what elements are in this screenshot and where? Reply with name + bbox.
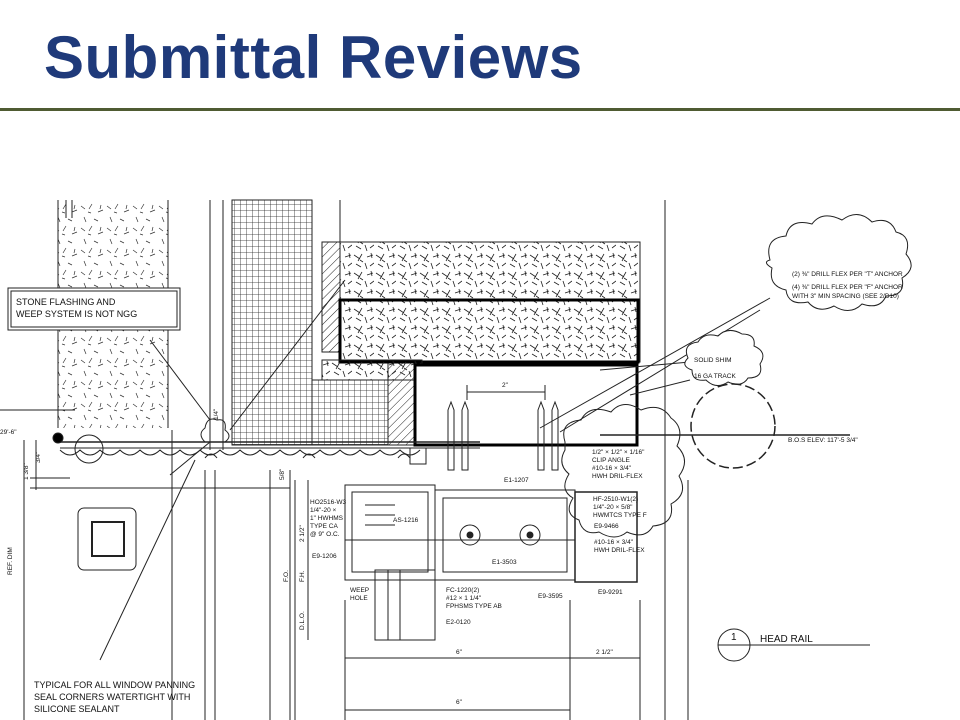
steel-track: 2": [413, 363, 639, 471]
brick-grid: [231, 199, 313, 446]
svg-text:HWH DRIL-FLEX: HWH DRIL-FLEX: [594, 547, 645, 554]
brick-grid-lower: [311, 379, 389, 446]
svg-text:6": 6": [456, 649, 463, 656]
detail-circle: [690, 383, 776, 469]
svg-text:D.L.O.: D.L.O.: [299, 611, 306, 630]
detail-title: HEAD RAIL: [760, 634, 813, 645]
left-dimensions: 29'-6" 1 3/8" 3/4" REF. DIM 1/4" 5/8": [0, 408, 286, 720]
svg-text:HF-2510-W1(2): HF-2510-W1(2): [593, 496, 638, 503]
detail-number: 1: [731, 632, 737, 643]
svg-text:HWMTCS TYPE F: HWMTCS TYPE F: [593, 512, 647, 519]
svg-text:2 1/2": 2 1/2": [299, 525, 306, 542]
svg-text:AS-1216: AS-1216: [393, 517, 419, 524]
revision-cloud-anchors: (2) ⅜" DRILL FLEX PER "T" ANCHOR (4) ⅜" …: [766, 214, 912, 311]
svg-text:2 1/2": 2 1/2": [596, 649, 613, 656]
vertical-dimensions: 2 1/2" F.O. F.H. D.L.O.: [283, 480, 309, 720]
svg-text:E9-3595: E9-3595: [538, 593, 563, 600]
svg-text:FPHSMS TYPE AB: FPHSMS TYPE AB: [446, 603, 502, 610]
head-rail-detail-drawing: 2" STONE FLASHING AND WEEP SYSTEM IS NOT…: [0, 199, 912, 720]
svg-text:5/8": 5/8": [279, 468, 286, 480]
svg-text:F.H.: F.H.: [299, 570, 306, 582]
svg-text:16 GA TRACK: 16 GA TRACK: [694, 373, 736, 380]
svg-text:REF. DIM: REF. DIM: [7, 547, 14, 575]
svg-text:#12 × 1 1/4": #12 × 1 1/4": [446, 595, 482, 602]
svg-text:SEAL CORNERS WATERTIGHT WITH: SEAL CORNERS WATERTIGHT WITH: [34, 692, 190, 702]
svg-text:3/4": 3/4": [35, 451, 42, 463]
svg-text:(2) ⅜" DRILL FLEX PER "T" ANCH: (2) ⅜" DRILL FLEX PER "T" ANCHOR: [792, 271, 903, 278]
svg-text:FC-1220(2): FC-1220(2): [446, 587, 479, 594]
svg-text:#10-16 × 3/4": #10-16 × 3/4": [594, 539, 634, 546]
svg-text:1/4"-20 × 5/8": 1/4"-20 × 5/8": [593, 504, 633, 511]
svg-text:WITH 3" MIN SPACING (SEE 2/D10: WITH 3" MIN SPACING (SEE 2/D10): [792, 293, 899, 300]
svg-text:E9-9291: E9-9291: [598, 589, 623, 596]
hatched-blocking: [321, 241, 341, 353]
window-panning: [77, 507, 137, 571]
svg-text:@ 9" O.C.: @ 9" O.C.: [310, 531, 340, 538]
svg-text:1 3/8": 1 3/8": [23, 463, 30, 480]
horizontal-dimensions: 6" 2 1/2" 6": [345, 649, 640, 711]
note-typical: TYPICAL FOR ALL WINDOW PANNING SEAL CORN…: [34, 680, 195, 714]
svg-text:SILICONE SEALANT: SILICONE SEALANT: [34, 704, 120, 714]
leader-lines: [99, 279, 771, 661]
svg-text:(4) ⅜" DRILL FLEX PER "F" ANCH: (4) ⅜" DRILL FLEX PER "F" ANCHOR: [792, 284, 903, 291]
svg-text:1/4": 1/4": [213, 408, 220, 420]
slide-title: Submittal Reviews: [44, 24, 583, 91]
svg-text:HO2516-W3: HO2516-W3: [310, 499, 347, 506]
frame-part-labels: E1-1207 1/2" × 1/2" × 1/16" CLIP ANGLE #…: [310, 449, 647, 626]
callout-stone-flashing: STONE FLASHING AND WEEP SYSTEM IS NOT NG…: [7, 287, 211, 421]
svg-text:TYPE CA: TYPE CA: [310, 523, 338, 530]
svg-text:HWH DRIL-FLEX: HWH DRIL-FLEX: [592, 473, 643, 480]
flashing-sill: [0, 409, 480, 489]
svg-text:SOLID SHIM: SOLID SHIM: [694, 357, 732, 364]
wall-linework: [171, 200, 341, 720]
svg-text:1/4"-20 ×: 1/4"-20 ×: [310, 507, 337, 514]
svg-text:STONE FLASHING AND: STONE FLASHING AND: [16, 297, 116, 307]
svg-text:CLIP ANGLE: CLIP ANGLE: [592, 457, 630, 464]
svg-text:1" HWHMS: 1" HWHMS: [310, 515, 344, 522]
dim-2in: 2": [502, 382, 509, 389]
svg-text:#10-16 × 3/4": #10-16 × 3/4": [592, 465, 632, 472]
svg-text:1/2" × 1/2" × 1/16": 1/2" × 1/2" × 1/16": [592, 449, 645, 456]
svg-text:E9-1206: E9-1206: [312, 553, 337, 560]
svg-text:WEEP: WEEP: [350, 587, 369, 594]
concrete-slab: [321, 241, 641, 381]
head-frame-assembly: [344, 484, 641, 720]
svg-text:TYPICAL FOR ALL WINDOW PANNING: TYPICAL FOR ALL WINDOW PANNING: [34, 680, 195, 690]
elevation-left: 29'-6": [0, 429, 17, 436]
detail-tag: 1 HEAD RAIL: [717, 628, 870, 662]
svg-text:WEEP SYSTEM IS NOT NGG: WEEP SYSTEM IS NOT NGG: [16, 309, 137, 319]
svg-text:E1-1207: E1-1207: [504, 477, 529, 484]
svg-text:HOLE: HOLE: [350, 595, 368, 602]
revision-cloud-shim: SOLID SHIM 16 GA TRACK: [684, 330, 764, 386]
svg-text:E9-9466: E9-9466: [594, 523, 619, 530]
revision-cloud-frame: [561, 404, 685, 538]
sealant-bead: [200, 418, 230, 443]
right-edge-linework: [664, 200, 689, 720]
svg-text:6": 6": [456, 699, 463, 706]
svg-text:F.O.: F.O.: [283, 570, 290, 582]
svg-text:E2-0120: E2-0120: [446, 619, 471, 626]
title-divider: [0, 108, 960, 111]
bos-elevation: B.O.S ELEV: 117'-5 3/4": [788, 437, 858, 444]
svg-text:E1-3503: E1-3503: [492, 559, 517, 566]
